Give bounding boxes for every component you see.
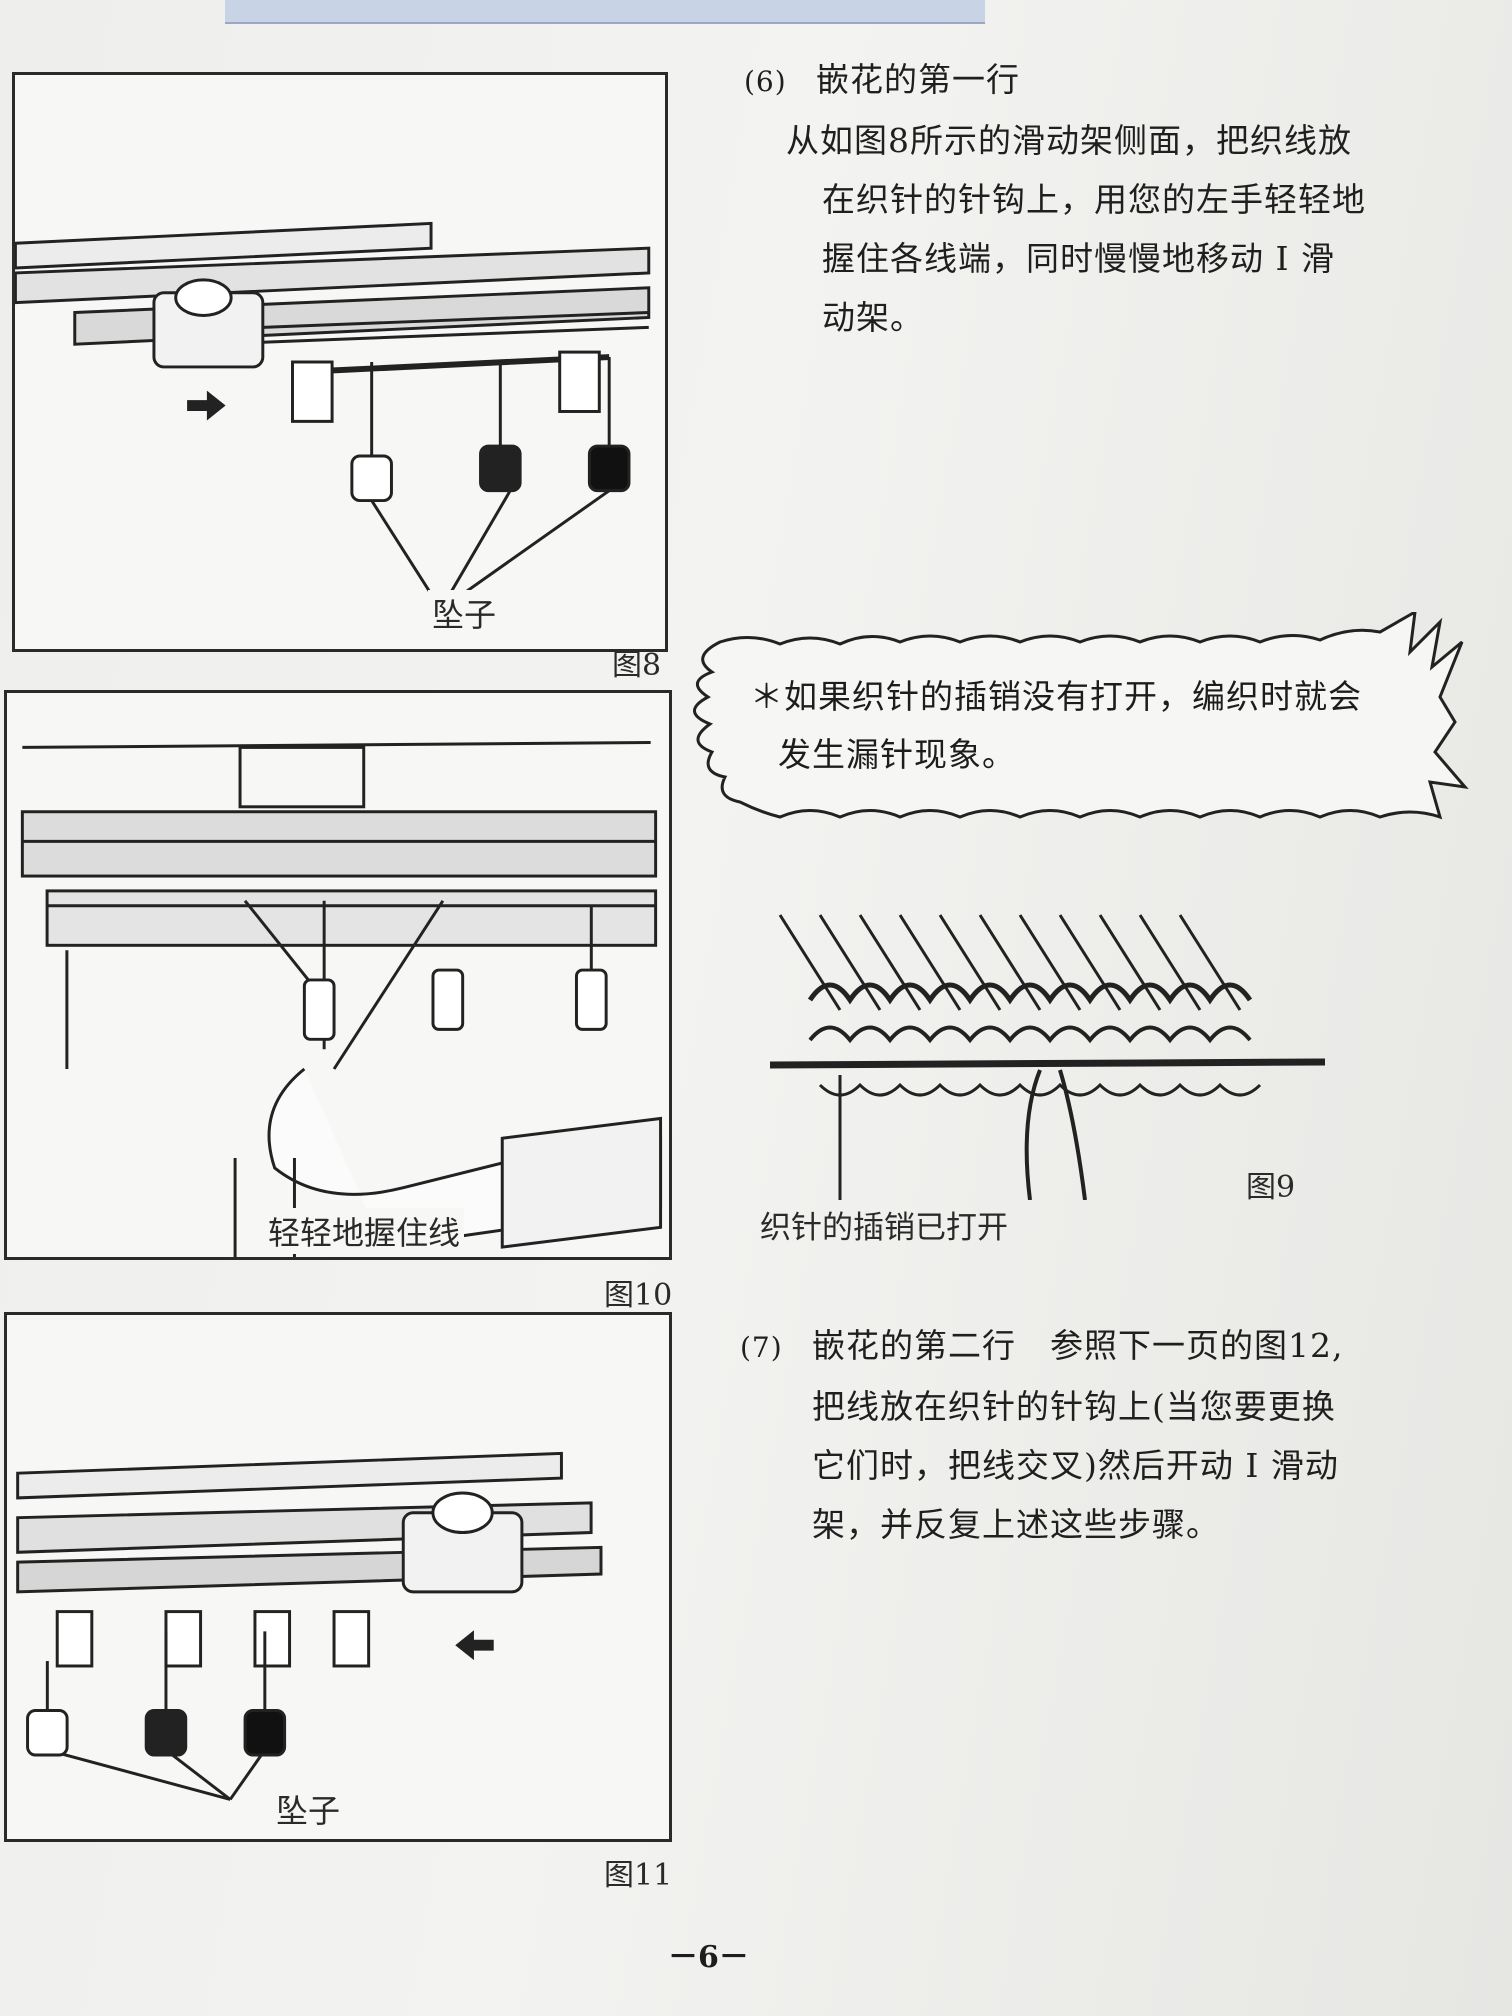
warning-text: ＊如果织针的插销没有打开，编织时就会 发生漏针现象。 [750,668,1410,784]
section-6-heading-row: (6) 嵌花的第一行 [744,50,1444,111]
section-6-heading: 嵌花的第一行 [816,60,1020,99]
figure-9-illustration [769,914,1326,1200]
weight-c [243,1708,287,1757]
section-6-text: (6) 嵌花的第一行 从如图8所示的滑动架侧面，把织线放 在织针的针钩上，用您的左… [744,50,1444,347]
figure-9-label: 织针的插销已打开 [760,1210,1008,1246]
warning-line-1: ＊如果织针的插销没有打开，编织时就会 [750,677,1362,716]
section-6-line-4: 动架。 [822,298,924,337]
section-7-line-3: 架，并反复上述这些步骤。 [812,1505,1220,1544]
knitting-machine-drawing-reverse [16,1451,603,1801]
warning-line-2: 发生漏针现象。 [778,735,1016,774]
section-6-line-1: 从如图8所示的滑动架侧面，把织线放 [786,121,1352,160]
section-6-line-2: 在织针的针钩上，用您的左手轻轻地 [822,180,1366,219]
weight-a [26,1708,69,1757]
section-7-text: (7) 嵌花的第二行 参照下一页的图12, 把线放在织针的针钩上(当您要更换 它们… [740,1316,1460,1554]
figure-10-caption: 图10 [604,1278,673,1313]
section-7-line-1: 把线放在织针的针钩上(当您要更换 [812,1387,1336,1426]
section-7-heading-row: (7) 嵌花的第二行 参照下一页的图12, [740,1316,1460,1377]
figure-11-weight-label: 坠子 [272,1786,345,1832]
page-header-band [225,0,985,24]
figure-9-caption: 图9 [1246,1170,1296,1205]
figure-8-illustration [12,72,668,652]
page-number: －6－ [668,1940,749,1975]
figure-10-illustration [4,690,672,1260]
section-6-line-3: 握住各线端，同时慢慢地移动 I 滑 [822,239,1336,278]
figure-11-caption: 图11 [604,1858,673,1893]
hand-holding-yarn-drawing [20,740,663,1257]
section-7-number: (7) [740,1331,783,1364]
section-6-number: (6) [744,65,787,98]
section-7-heading: 嵌花的第二行 参照下一页的图12, [812,1326,1344,1365]
knitting-machine-drawing [15,221,651,611]
figure-8-caption: 图8 [612,648,662,683]
figure-10-hand-label: 轻轻地握住线 [264,1208,465,1254]
weight-2 [479,444,522,493]
weight-3 [587,444,631,493]
callout-jagged-border [693,612,1469,820]
figure-11-illustration [4,1312,672,1842]
weight-1 [350,454,393,503]
section-7-line-2: 它们时，把线交叉)然后开动 I 滑动 [812,1446,1339,1485]
warning-callout: ＊如果织针的插销没有打开，编织时就会 发生漏针现象。 [680,612,1470,827]
figure-8-weight-label: 坠子 [428,590,501,636]
weight-b [144,1708,188,1757]
